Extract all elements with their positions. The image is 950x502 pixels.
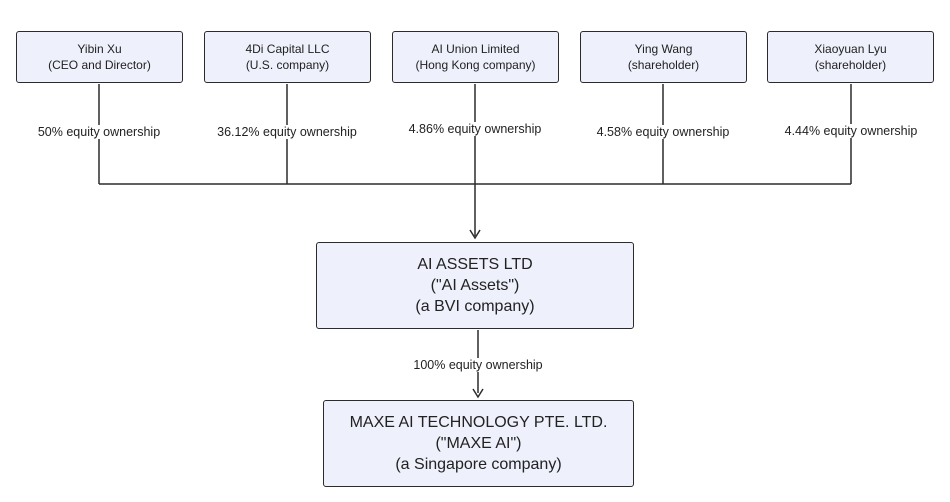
shareholder-name: Ying Wang [634,42,693,56]
shareholder-note: (U.S. company) [245,58,330,72]
shareholder-name: Xiaoyuan Lyu [814,42,887,56]
shareholder-name: AI Union Limited [431,42,520,56]
ownership-label-ying-wang: 4.58% equity ownership [594,125,732,139]
ownership-label-subsidiary: 100% equity ownership [411,358,545,372]
parent-company-box: AI ASSETS LTD ("AI Assets") (a BVI compa… [316,242,634,329]
arrowhead-to-subsidiary [472,388,484,399]
ownership-label-xiaoyuan-lyu: 4.44% equity ownership [782,124,920,138]
shareholder-box-4di-capital: 4Di Capital LLC (U.S. company) [204,31,371,83]
shareholder-box-yibin-xu: Yibin Xu (CEO and Director) [16,31,183,83]
parent-company-short-name: ("AI Assets") [430,277,520,294]
shareholder-box-xiaoyuan-lyu: Xiaoyuan Lyu (shareholder) [767,31,934,83]
shareholder-name: 4Di Capital LLC [245,42,330,56]
shareholder-note: (CEO and Director) [48,58,151,72]
subsidiary-company-jurisdiction: (a Singapore company) [395,456,562,473]
subsidiary-company-name: MAXE AI TECHNOLOGY PTE. LTD. [349,414,608,431]
subsidiary-company-box: MAXE AI TECHNOLOGY PTE. LTD. ("MAXE AI")… [323,400,634,487]
parent-company-jurisdiction: (a BVI company) [415,298,535,315]
shareholder-note: (shareholder) [627,58,700,72]
ownership-label-yibin-xu: 50% equity ownership [35,125,163,139]
ownership-label-ai-union: 4.86% equity ownership [406,122,544,136]
arrowhead-to-parent [469,229,481,240]
ownership-label-4di-capital: 36.12% equity ownership [215,125,359,139]
shareholder-box-ai-union: AI Union Limited (Hong Kong company) [392,31,559,83]
subsidiary-company-short-name: ("MAXE AI") [435,435,522,452]
shareholder-note: (shareholder) [814,58,887,72]
parent-company-name: AI ASSETS LTD [417,256,533,273]
shareholder-name: Yibin Xu [77,42,122,56]
shareholder-box-ying-wang: Ying Wang (shareholder) [580,31,747,83]
shareholder-note: (Hong Kong company) [415,58,536,72]
